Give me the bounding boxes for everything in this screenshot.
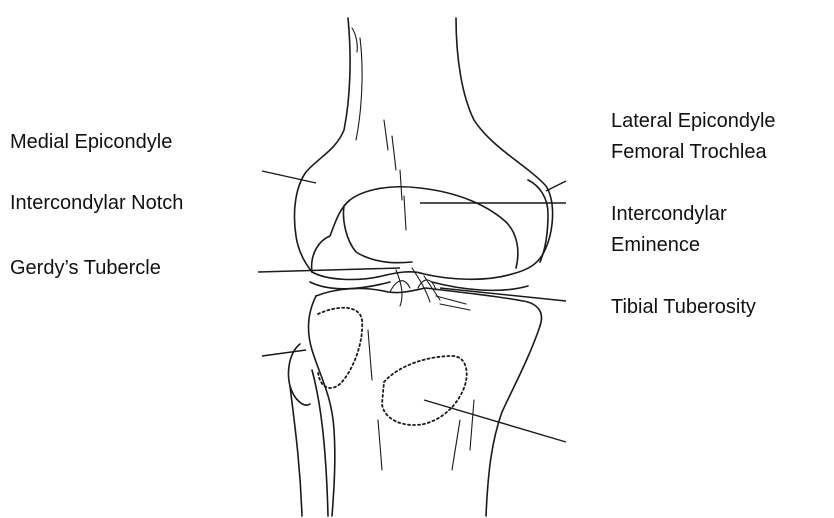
femur-shading (384, 120, 406, 230)
femur-shaft-inner-2 (352, 28, 357, 52)
plateau-shading (436, 296, 470, 310)
label-tibial-tuberosity: Tibial Tuberosity (611, 292, 756, 322)
intercondylar-notch-line (344, 206, 413, 263)
femur-shaft-left (294, 18, 350, 272)
label-intercondylar-eminence-line2: Eminence (611, 230, 700, 260)
gerdy-region-dotted (318, 308, 362, 388)
tibia-left-outline (309, 296, 335, 516)
label-femoral-trochlea: Femoral Trochlea (611, 137, 767, 167)
medial-meniscus (310, 282, 390, 289)
leader-lines (258, 171, 566, 442)
leader-femoral-trochlea (546, 181, 566, 191)
label-gerdys-tubercle: Gerdy’s Tubercle (10, 253, 161, 283)
fibula-shaft-inner (312, 370, 328, 516)
label-lateral-epicondyle: Lateral Epicondyle (611, 106, 776, 136)
femur-shaft-right (456, 18, 553, 274)
tibia-shading (368, 330, 474, 470)
label-medial-epicondyle: Medial Epicondyle (10, 127, 172, 157)
tibial-tuberosity-dotted (382, 356, 467, 425)
leader-fibula (262, 350, 306, 356)
trochlear-outline (344, 187, 518, 268)
leader-medial-epicondyle (262, 171, 316, 183)
fibula-shaft-outer (290, 386, 302, 516)
tibial-plateau (316, 288, 542, 326)
femur-shaft-inner (356, 38, 362, 140)
label-intercondylar-notch: Intercondylar Notch (10, 188, 183, 218)
label-intercondylar-eminence-line1: Intercondylar (611, 199, 727, 229)
femur-bottom (312, 272, 512, 280)
leader-gerdys-tubercle (258, 268, 400, 272)
